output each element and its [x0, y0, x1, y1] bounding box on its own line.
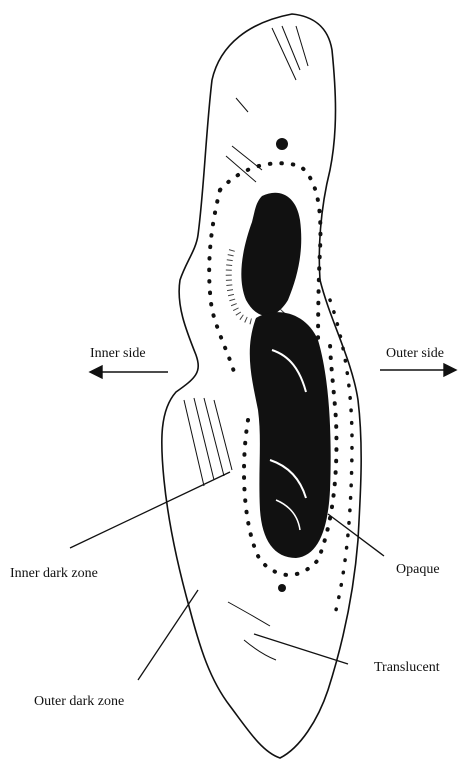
outer-side-arrow	[380, 364, 456, 376]
inner-side-arrow	[90, 366, 168, 378]
translucent-label: Translucent	[374, 660, 440, 676]
inner-side-label: Inner side	[90, 346, 146, 362]
dark-spot-bottom	[278, 584, 286, 592]
outer-dark-zone-label: Outer dark zone	[34, 694, 124, 710]
inner-dark-zone-label: Inner dark zone	[10, 566, 98, 582]
central-opaque-core	[250, 312, 331, 558]
dark-spot-top	[276, 138, 288, 150]
outer-side-label: Outer side	[386, 346, 444, 362]
opaque-label: Opaque	[396, 562, 440, 578]
